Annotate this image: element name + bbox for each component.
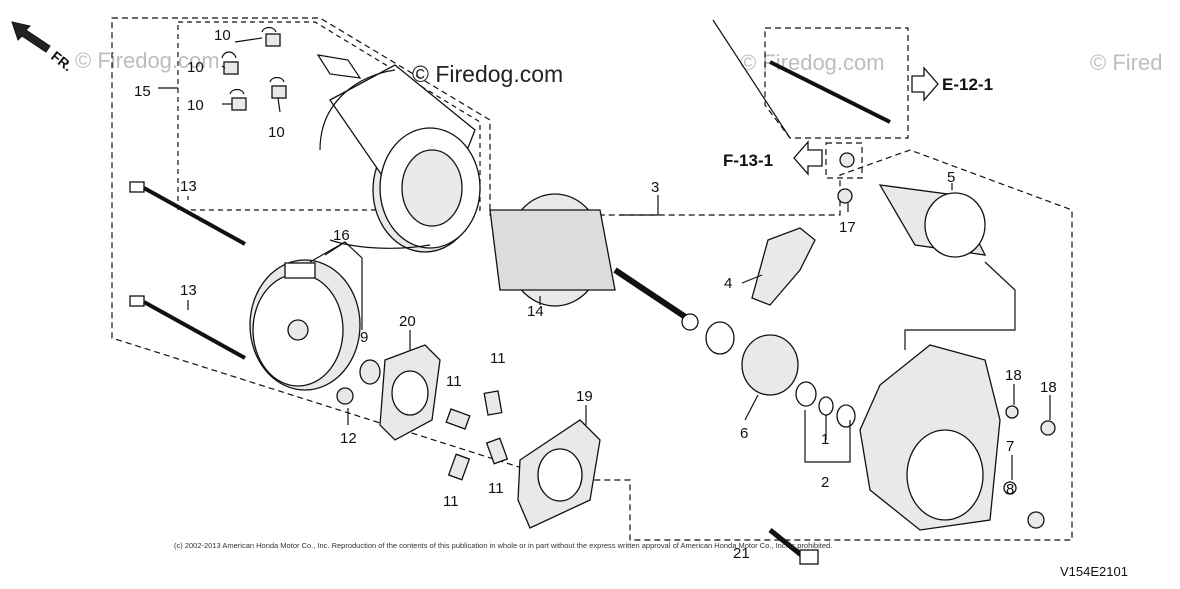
callout-5: 5: [947, 169, 955, 186]
bushing: [359, 359, 381, 385]
spring-icon-group: [445, 390, 509, 481]
retaining-rings: [795, 381, 856, 428]
armature: [489, 193, 699, 331]
ref-f13: F-13-1: [723, 151, 773, 170]
callout-21: 21: [733, 545, 750, 562]
callout-19: 19: [576, 388, 593, 405]
callout-11: 11: [488, 480, 504, 497]
gear-housing: [859, 344, 1056, 531]
callout-2: 2: [821, 474, 829, 491]
callout-13: 13: [180, 178, 197, 195]
callout-1: 1: [821, 431, 829, 448]
e12-outline: [764, 27, 909, 139]
callout-4: 4: [724, 275, 732, 292]
solenoid: [837, 152, 987, 258]
callout-10: 10: [268, 124, 285, 141]
leader-lines: [158, 37, 1051, 480]
arrow-left-icon: [793, 140, 823, 176]
front-direction-arrow-icon: [11, 21, 51, 53]
callout-9: 9: [360, 329, 368, 346]
solenoid-leader: [904, 261, 1016, 350]
assembly-outline: [111, 17, 1073, 541]
callout-16: 16: [333, 227, 350, 244]
watermark-main: © Firedog.com: [412, 61, 563, 87]
callout-18: 18: [1005, 367, 1022, 384]
callout-10: 10: [187, 97, 204, 114]
watermark-faint-right: © Fired: [1090, 50, 1162, 75]
callout-8: 8: [1006, 481, 1014, 498]
ref-e12: E-12-1: [942, 75, 993, 94]
diagram-code: V154E2101: [1060, 564, 1128, 579]
watermark-faint-mid: © Firedog.com: [740, 50, 885, 75]
e12-leader: [712, 19, 791, 139]
brush-holder-cylinder: [316, 54, 481, 253]
callout-10: 10: [187, 59, 204, 76]
callout-labels: 15 10 10 10 10 13 13 16 9 12 20 14 3 4 1…: [134, 27, 1057, 562]
f13-outline: [825, 142, 863, 179]
e12-stud-bolt: [769, 60, 891, 124]
callout-7: 7: [1006, 438, 1014, 455]
through-bolt-lower: [129, 295, 246, 360]
sub-outline-brush: [177, 21, 481, 211]
callout-14: 14: [527, 303, 544, 320]
brush-icon-group: [221, 26, 287, 111]
callout-3: 3: [651, 179, 659, 196]
watermark-faint-left: © Firedog.com: [75, 48, 220, 73]
arrow-right-icon: [911, 66, 939, 102]
pinion-gear: [705, 321, 799, 396]
shift-lever: [751, 227, 816, 306]
nut-12: [336, 387, 354, 405]
callout-18: 18: [1040, 379, 1057, 396]
front-direction-label: FR.: [48, 48, 76, 74]
callout-11: 11: [443, 493, 459, 510]
callout-15: 15: [134, 83, 151, 100]
callout-6: 6: [740, 425, 748, 442]
callout-17: 17: [839, 219, 856, 236]
through-bolt-upper: [129, 181, 246, 246]
callout-11: 11: [490, 350, 506, 367]
callout-20: 20: [399, 313, 416, 330]
callout-12: 12: [340, 430, 357, 447]
copyright-notice: (c) 2002-2013 American Honda Motor Co., …: [174, 541, 832, 550]
callout-10: 10: [214, 27, 231, 44]
callout-11: 11: [446, 373, 462, 390]
end-cover: [249, 259, 361, 391]
callout-13: 13: [180, 282, 197, 299]
mounting-bolt: [768, 528, 819, 565]
